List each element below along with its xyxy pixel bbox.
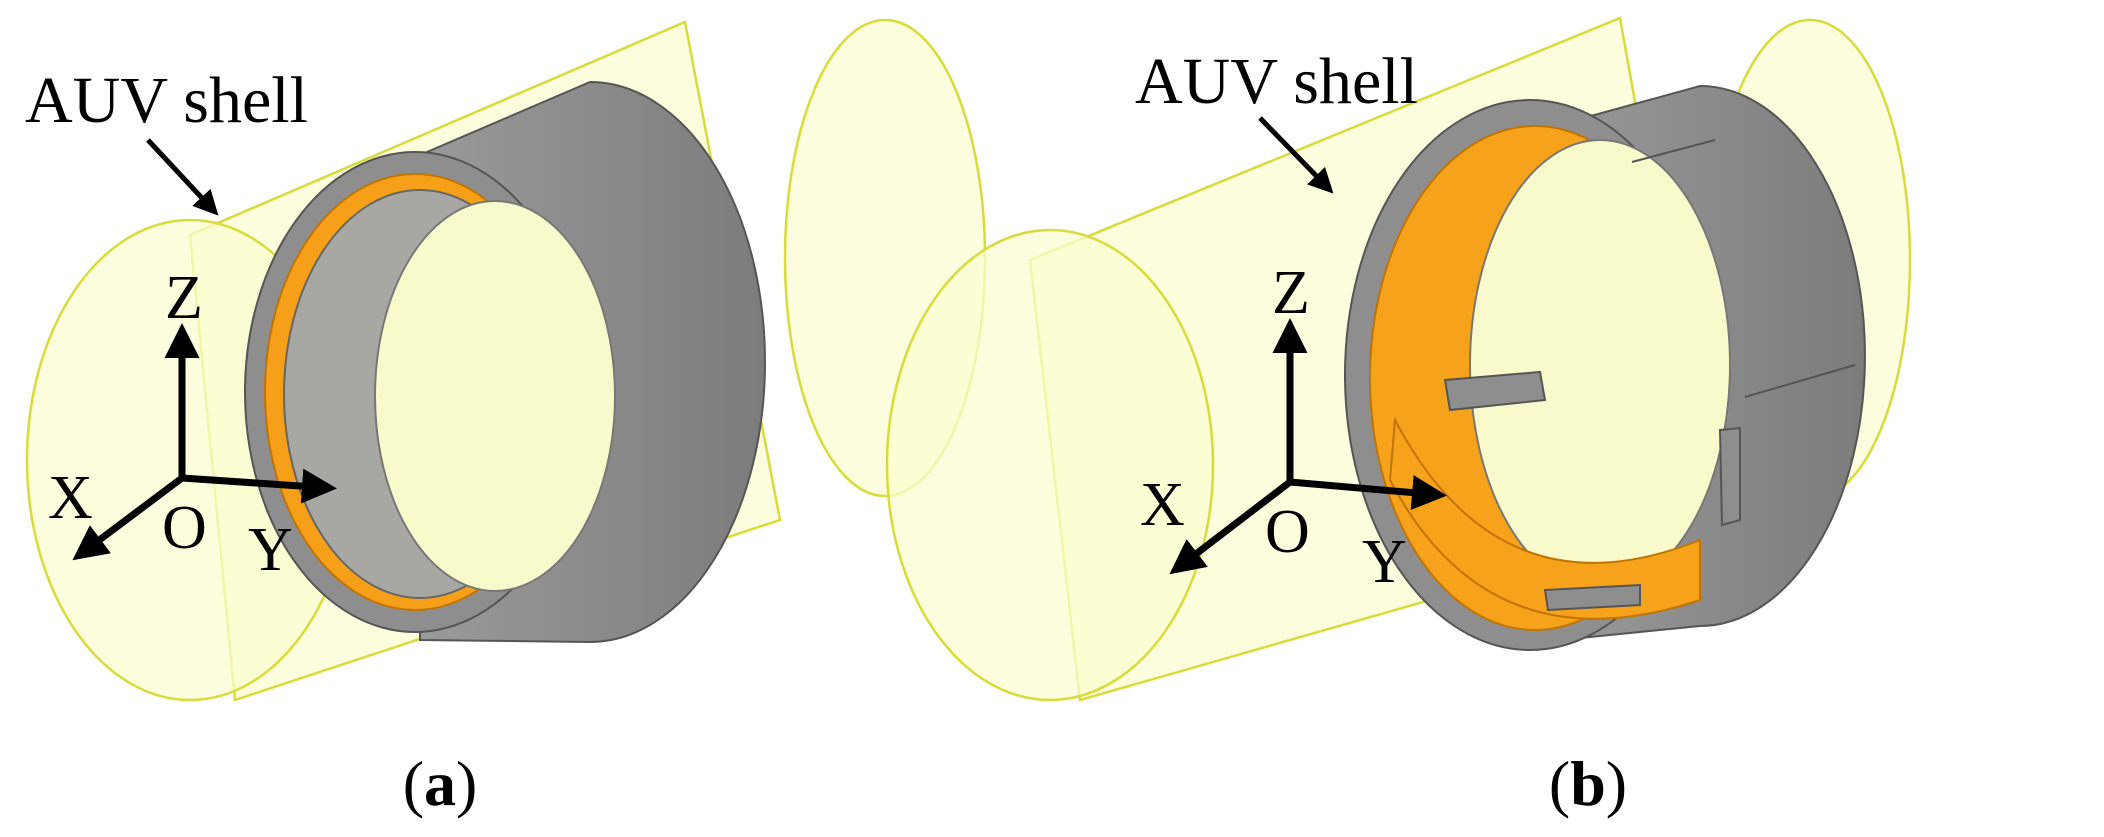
origin-label-b: O (1265, 498, 1310, 566)
coil-support-bottom-b (1543, 583, 1641, 612)
coil-support-left-b (1443, 370, 1547, 412)
ring-seam-top-b (1631, 139, 1716, 163)
y-axis-b (1289, 475, 1447, 511)
x-axis-b (1169, 479, 1293, 575)
gray-ring-a (244, 80, 766, 644)
axes-a (72, 323, 337, 561)
z-axis-label-a: Z (165, 264, 203, 332)
caption-b: (b) (1549, 748, 1627, 819)
shell-front-face-b (885, 228, 1215, 702)
panel-a: AUV shell Z X O Y (a) (25, 18, 987, 819)
shell-label-a: AUV shell (25, 64, 308, 137)
z-axis-label-b: Z (1272, 259, 1310, 327)
shell-label-b: AUV shell (1135, 45, 1418, 118)
ring-opening-b (1469, 139, 1731, 591)
panel-b: AUV shell Z X O Y (b) (885, 16, 1912, 819)
y-axis-a (181, 468, 337, 504)
coil-support-right-b (1718, 426, 1741, 527)
shell-arrow-b (1258, 116, 1334, 194)
shell-arrow-a (146, 138, 219, 216)
ring-seam-side-b (1744, 364, 1856, 398)
x-axis-label-b: X (1140, 471, 1185, 539)
caption-a: (a) (403, 748, 478, 819)
x-axis-a (72, 475, 185, 561)
ring-opening-a (374, 200, 616, 592)
coil-stack-lower-b (1388, 416, 1701, 620)
axes-b (1169, 318, 1447, 575)
origin-label-a: O (162, 494, 207, 562)
x-axis-label-a: X (48, 464, 93, 532)
gray-ring-b (1344, 84, 1866, 651)
y-axis-label-b: Y (1362, 528, 1407, 596)
y-axis-label-a: Y (248, 516, 293, 584)
